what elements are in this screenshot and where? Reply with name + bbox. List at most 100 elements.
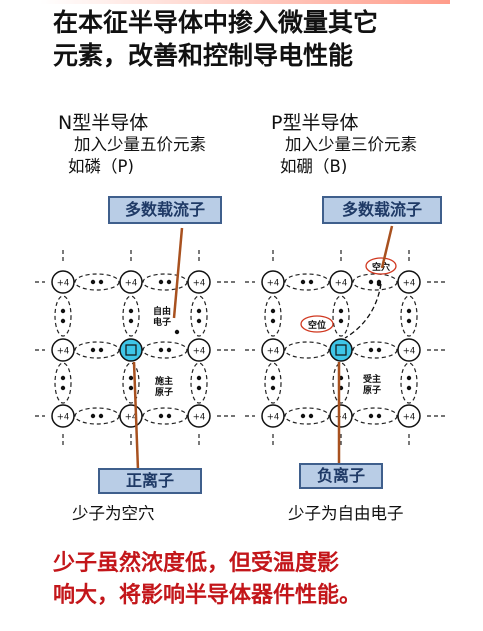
n-ion-label: 正离子 bbox=[98, 468, 202, 494]
bond-oval bbox=[122, 295, 140, 337]
electron-dot bbox=[196, 375, 202, 381]
vacancy-annotation: 空位 bbox=[308, 319, 326, 331]
p-ion-label: 负离子 bbox=[299, 463, 383, 489]
n-type-dopant-desc: 加入少量五价元素 bbox=[74, 135, 206, 154]
electron-dot bbox=[338, 318, 344, 324]
bond-oval bbox=[74, 273, 120, 291]
atom-circle bbox=[397, 270, 421, 294]
bond-oval bbox=[190, 295, 208, 337]
vacancy-marker bbox=[300, 315, 334, 333]
bond-oval bbox=[142, 407, 188, 425]
bond-oval bbox=[400, 295, 418, 337]
atom-circle bbox=[187, 270, 211, 294]
atom-charge-label: +4 bbox=[267, 279, 280, 289]
atom-circle bbox=[51, 404, 75, 428]
atom-circle bbox=[51, 270, 75, 294]
electron-dot bbox=[158, 347, 164, 353]
bond-oval bbox=[54, 295, 72, 337]
electron-dot bbox=[376, 413, 382, 419]
atom-charge-label: +4 bbox=[335, 413, 348, 423]
hole-marker bbox=[365, 257, 397, 275]
acceptor-atom-annotation: 受主 bbox=[363, 373, 381, 385]
p-minority-text: 少子为自由电子 bbox=[288, 504, 404, 523]
electron-dot bbox=[196, 318, 202, 324]
electron-dot bbox=[300, 413, 306, 419]
atom-charge-label: +4 bbox=[193, 347, 206, 357]
bond-oval bbox=[122, 362, 140, 404]
bond-oval bbox=[284, 407, 330, 425]
electron-dot bbox=[90, 279, 96, 285]
electron-dot bbox=[368, 279, 374, 285]
atom-circle bbox=[51, 338, 75, 362]
electron-dot bbox=[270, 318, 276, 324]
electron-dot bbox=[166, 279, 172, 285]
electron-dot bbox=[270, 308, 276, 314]
bond-oval bbox=[352, 341, 398, 359]
bond-oval bbox=[74, 341, 120, 359]
electron-dot bbox=[158, 279, 164, 285]
dopant-square bbox=[335, 344, 347, 356]
electron-dot bbox=[60, 375, 66, 381]
atom-charge-label: +4 bbox=[193, 279, 206, 289]
bond-oval bbox=[400, 362, 418, 404]
n-majority-leader bbox=[172, 227, 184, 319]
electron-dot bbox=[128, 308, 134, 314]
p-type-dopant-example: 如硼（B) bbox=[280, 157, 348, 176]
n-ion-leader bbox=[132, 361, 140, 471]
electron-dot bbox=[196, 308, 202, 314]
electron-dot bbox=[308, 279, 314, 285]
migrating-electron-dot bbox=[376, 281, 382, 287]
electron-dot bbox=[98, 347, 104, 353]
bond-oval bbox=[352, 407, 398, 425]
electron-dot bbox=[300, 279, 306, 285]
p-majority-carrier-label: 多数载流子 bbox=[322, 196, 442, 224]
footer-note: 少子虽然浓度低，但受温度影 响大，将影响半导体器件性能。 bbox=[53, 548, 473, 612]
atom-circle bbox=[261, 270, 285, 294]
free-electron-annotation: 自由 bbox=[153, 305, 171, 317]
atom-charge-label: +4 bbox=[57, 347, 70, 357]
bond-oval bbox=[74, 407, 120, 425]
electron-dot bbox=[60, 308, 66, 314]
headline-line-1: 在本征半导体中掺入微量其它 bbox=[53, 8, 379, 37]
atom-circle bbox=[261, 404, 285, 428]
bond-oval bbox=[142, 273, 188, 291]
footer-line-1: 少子虽然浓度低，但受温度影 bbox=[53, 551, 340, 576]
bond-oval bbox=[352, 273, 398, 291]
atom-circle bbox=[119, 270, 143, 294]
bond-oval bbox=[284, 341, 330, 359]
electron-dot bbox=[166, 347, 172, 353]
electron-dot bbox=[128, 318, 134, 324]
electron-dot bbox=[270, 385, 276, 391]
headline-line-2: 元素，改善和控制导电性能 bbox=[53, 41, 354, 70]
bond-oval bbox=[142, 341, 188, 359]
atom-charge-label: +4 bbox=[57, 413, 70, 423]
atom-circle bbox=[187, 338, 211, 362]
bond-oval bbox=[284, 273, 330, 291]
n-type-dopant-example: 如磷（P) bbox=[68, 157, 134, 176]
atom-charge-label: +4 bbox=[267, 347, 280, 357]
bond-oval bbox=[54, 362, 72, 404]
p-type-dopant-desc: 加入少量三价元素 bbox=[285, 135, 417, 154]
bond-oval bbox=[264, 295, 282, 337]
atom-circle bbox=[329, 404, 353, 428]
atom-charge-label: +4 bbox=[403, 279, 416, 289]
electron-dot bbox=[406, 385, 412, 391]
atom-charge-label: +4 bbox=[335, 279, 348, 289]
atom-charge-label: +4 bbox=[403, 413, 416, 423]
n-majority-carrier-label: 多数载流子 bbox=[108, 196, 222, 224]
electron-dot bbox=[128, 375, 134, 381]
electron-dot bbox=[196, 385, 202, 391]
atom-charge-label: +4 bbox=[57, 279, 70, 289]
atom-charge-label: +4 bbox=[267, 413, 280, 423]
footer-line-2: 响大，将影响半导体器件性能。 bbox=[53, 583, 362, 608]
donor-atom-annotation: 施主 bbox=[155, 375, 173, 387]
atom-circle bbox=[187, 404, 211, 428]
electron-dot bbox=[368, 347, 374, 353]
atom-charge-label: +4 bbox=[125, 279, 138, 289]
atom-circle bbox=[329, 270, 353, 294]
n-type-title: N型半导体 bbox=[58, 112, 149, 134]
bond-oval bbox=[332, 362, 350, 404]
